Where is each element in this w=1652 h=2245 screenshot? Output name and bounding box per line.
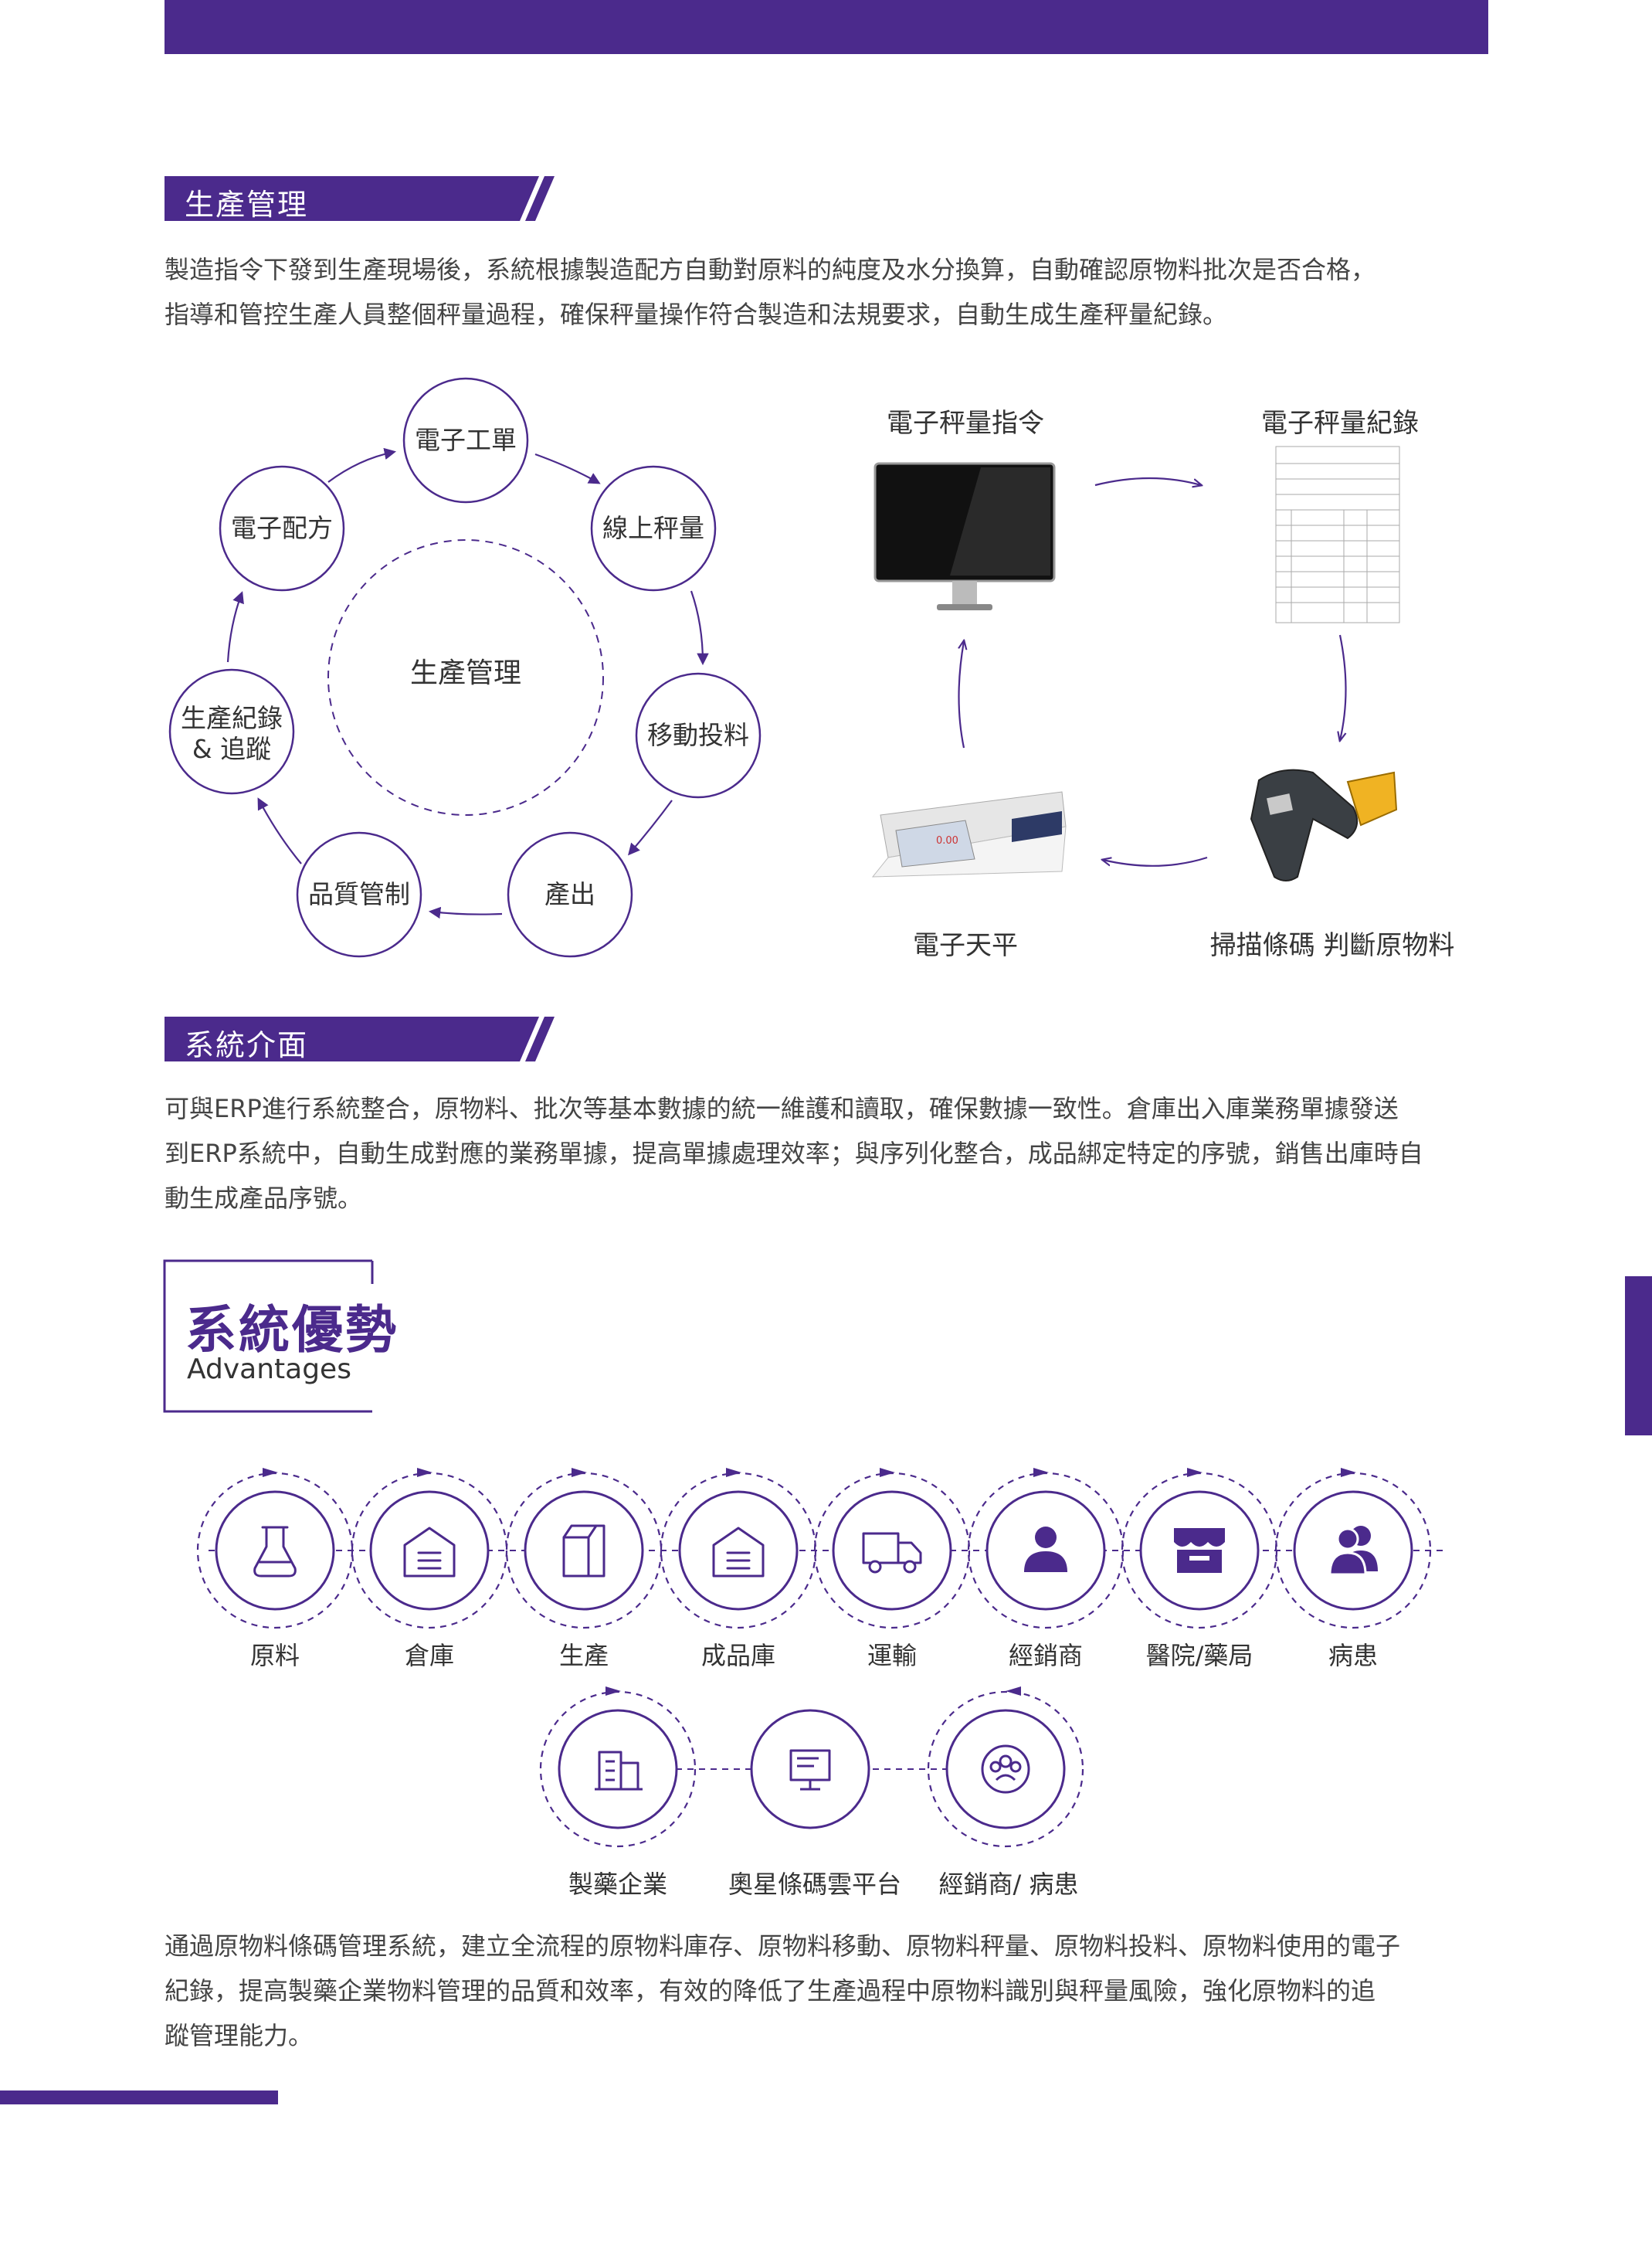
flask-icon xyxy=(253,1526,297,1578)
node-circle xyxy=(168,668,295,795)
center-dashed-circle xyxy=(327,539,604,816)
chain-label: 成品庫 xyxy=(700,1641,776,1670)
section-header-bg xyxy=(165,1017,555,1061)
building-icon xyxy=(595,1751,643,1791)
store-icon xyxy=(1174,1528,1225,1573)
electronic-balance-image: 0.00 xyxy=(871,791,1067,878)
flow-arrow xyxy=(1103,856,1208,867)
chain-label: 生產 xyxy=(558,1641,609,1670)
chain-label: 製藥企業 xyxy=(568,1870,668,1899)
section-title: 生產管理 xyxy=(185,188,309,222)
cycle-arrow xyxy=(428,906,503,919)
cycle-center-label: 生產管理 xyxy=(409,657,522,689)
cycle-node-production-record: 生產紀錄 & 追蹤 xyxy=(181,703,283,764)
cycle-node-online-weighing: 線上秤量 xyxy=(602,513,704,543)
balance-readout: 0.00 xyxy=(936,835,958,847)
cycle-arrow xyxy=(226,591,244,663)
warehouse-icon xyxy=(712,1527,765,1578)
cycle-node-mobile-feeding: 移動投料 xyxy=(647,720,749,750)
node-circle xyxy=(507,831,633,958)
advantages-title-frame xyxy=(163,1259,374,1413)
node-circle xyxy=(590,465,717,592)
group-icon xyxy=(981,1744,1030,1794)
cycle-node-e-recipe: 電子配方 xyxy=(231,513,333,543)
section-title: 系統介面 xyxy=(185,1028,309,1062)
cycle-node-output: 產出 xyxy=(544,879,595,909)
advantages-description: 通過原物料條碼管理系統，建立全流程的原物料庫存、原物料移動、原物料秤量、原物料投… xyxy=(165,1931,1401,2050)
monitor-icon xyxy=(789,1749,831,1791)
truck-icon xyxy=(862,1532,922,1574)
flow-label-weighing-instruction: 電子秤量指令 xyxy=(887,408,1044,439)
barcode-scanner-image xyxy=(1250,769,1398,881)
chain-label: 運輸 xyxy=(867,1641,918,1670)
record-document-image xyxy=(1275,446,1400,623)
node-circle xyxy=(402,377,529,504)
chain-label: 倉庫 xyxy=(404,1641,455,1670)
flow-arrow xyxy=(1340,634,1347,740)
top-brand-bar xyxy=(165,0,1488,54)
node-circle xyxy=(219,465,345,592)
chain-label: 經銷商 xyxy=(1008,1641,1084,1670)
warehouse-icon xyxy=(403,1527,456,1578)
cycle-arrow xyxy=(257,797,302,864)
flow-label-electronic-balance: 電子天平 xyxy=(913,930,1018,961)
bottom-brand-bar xyxy=(0,2090,278,2104)
chain-label: 醫院/藥局 xyxy=(1145,1641,1253,1670)
flow-label-barcode-scan: 掃描條碼 判斷原物料 xyxy=(1209,930,1455,961)
advantages-title-en: Advantages xyxy=(187,1353,351,1385)
chain-label: 奧星條碼雲平台 xyxy=(728,1870,902,1899)
cycle-arrow xyxy=(627,800,673,856)
chain-label: 經銷商/ 病患 xyxy=(938,1870,1079,1899)
cycle-node-e-work-order: 電子工單 xyxy=(415,425,517,455)
cycle-arrow xyxy=(327,447,397,483)
monitor-image xyxy=(873,462,1056,610)
chain-label: 病患 xyxy=(1328,1641,1379,1670)
people-icon xyxy=(1328,1526,1378,1576)
cycle-node-quality-control: 品質管制 xyxy=(308,879,410,909)
box-icon xyxy=(562,1524,606,1578)
production-description: 製造指令下發到生產現場後，系統根據製造配方自動對原料的純度及水分換算，自動確認原… xyxy=(165,255,1376,329)
advantages-title-zh: 系統優勢 xyxy=(185,1300,399,1360)
cycle-arrow xyxy=(534,453,601,484)
flow-arrow xyxy=(959,641,965,749)
section-header-system-interface: 系統介面 xyxy=(165,1017,558,1062)
side-tab-marker xyxy=(1625,1276,1652,1435)
chain-label: 原料 xyxy=(249,1641,300,1670)
system-interface-description: 可與ERP進行系統整合，原物料、批次等基本數據的統一維護和讀取，確保數據一致性。… xyxy=(165,1094,1423,1213)
flow-label-weighing-record: 電子秤量紀錄 xyxy=(1261,408,1419,439)
node-circle xyxy=(635,672,762,799)
person-icon xyxy=(1024,1527,1067,1572)
flow-arrow xyxy=(1094,477,1201,485)
node-circle xyxy=(296,831,422,958)
section-header-production: 生產管理 xyxy=(165,176,558,222)
cycle-arrow xyxy=(690,590,709,666)
section-header-bg xyxy=(165,176,555,221)
